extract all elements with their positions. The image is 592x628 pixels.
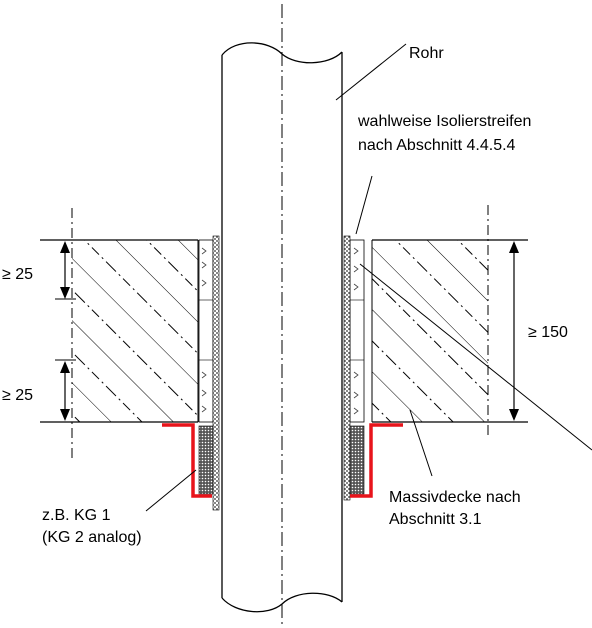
- label-kg-line2: (KG 2 analog): [42, 529, 142, 546]
- label-kg-line1: z.B. KG 1: [42, 507, 111, 524]
- collar-right-red-line: [350, 423, 403, 498]
- leader-rohr: [335, 43, 407, 101]
- leader-kg: [145, 469, 197, 512]
- label-massiv-line2: Abschnitt 3.1: [389, 511, 482, 528]
- slab-right: [371, 205, 528, 436]
- collar-left: [162, 423, 214, 498]
- leader-isolier: [355, 175, 373, 235]
- collar-left-red-line: [162, 423, 212, 498]
- pipe: [221, 4, 343, 624]
- dimension-left-top: [55, 241, 76, 300]
- dimension-right: [509, 241, 519, 421]
- leader-massivdecke: [409, 409, 433, 477]
- insulation-strip-right: [343, 235, 365, 501]
- collar-right: [349, 423, 403, 498]
- label-dim-left-top: ≥ 25: [2, 266, 33, 283]
- label-dim-left-bottom: ≥ 25: [2, 387, 33, 404]
- label-rohr: Rohr: [409, 45, 444, 62]
- label-isolier-line1: wahlweise Isolierstreifen: [357, 113, 531, 130]
- leader-diagonal: [359, 263, 592, 451]
- dimension-left-bottom: [55, 359, 76, 421]
- label-massiv-line1: Massivdecke nach: [389, 489, 521, 506]
- insulation-strip-left: [198, 235, 220, 511]
- label-isolier-line2: nach Abschnitt 4.4.5.4: [358, 137, 516, 154]
- label-dim-right: ≥ 150: [528, 324, 568, 341]
- leader-lines: [145, 43, 592, 512]
- slab-left: [40, 208, 199, 460]
